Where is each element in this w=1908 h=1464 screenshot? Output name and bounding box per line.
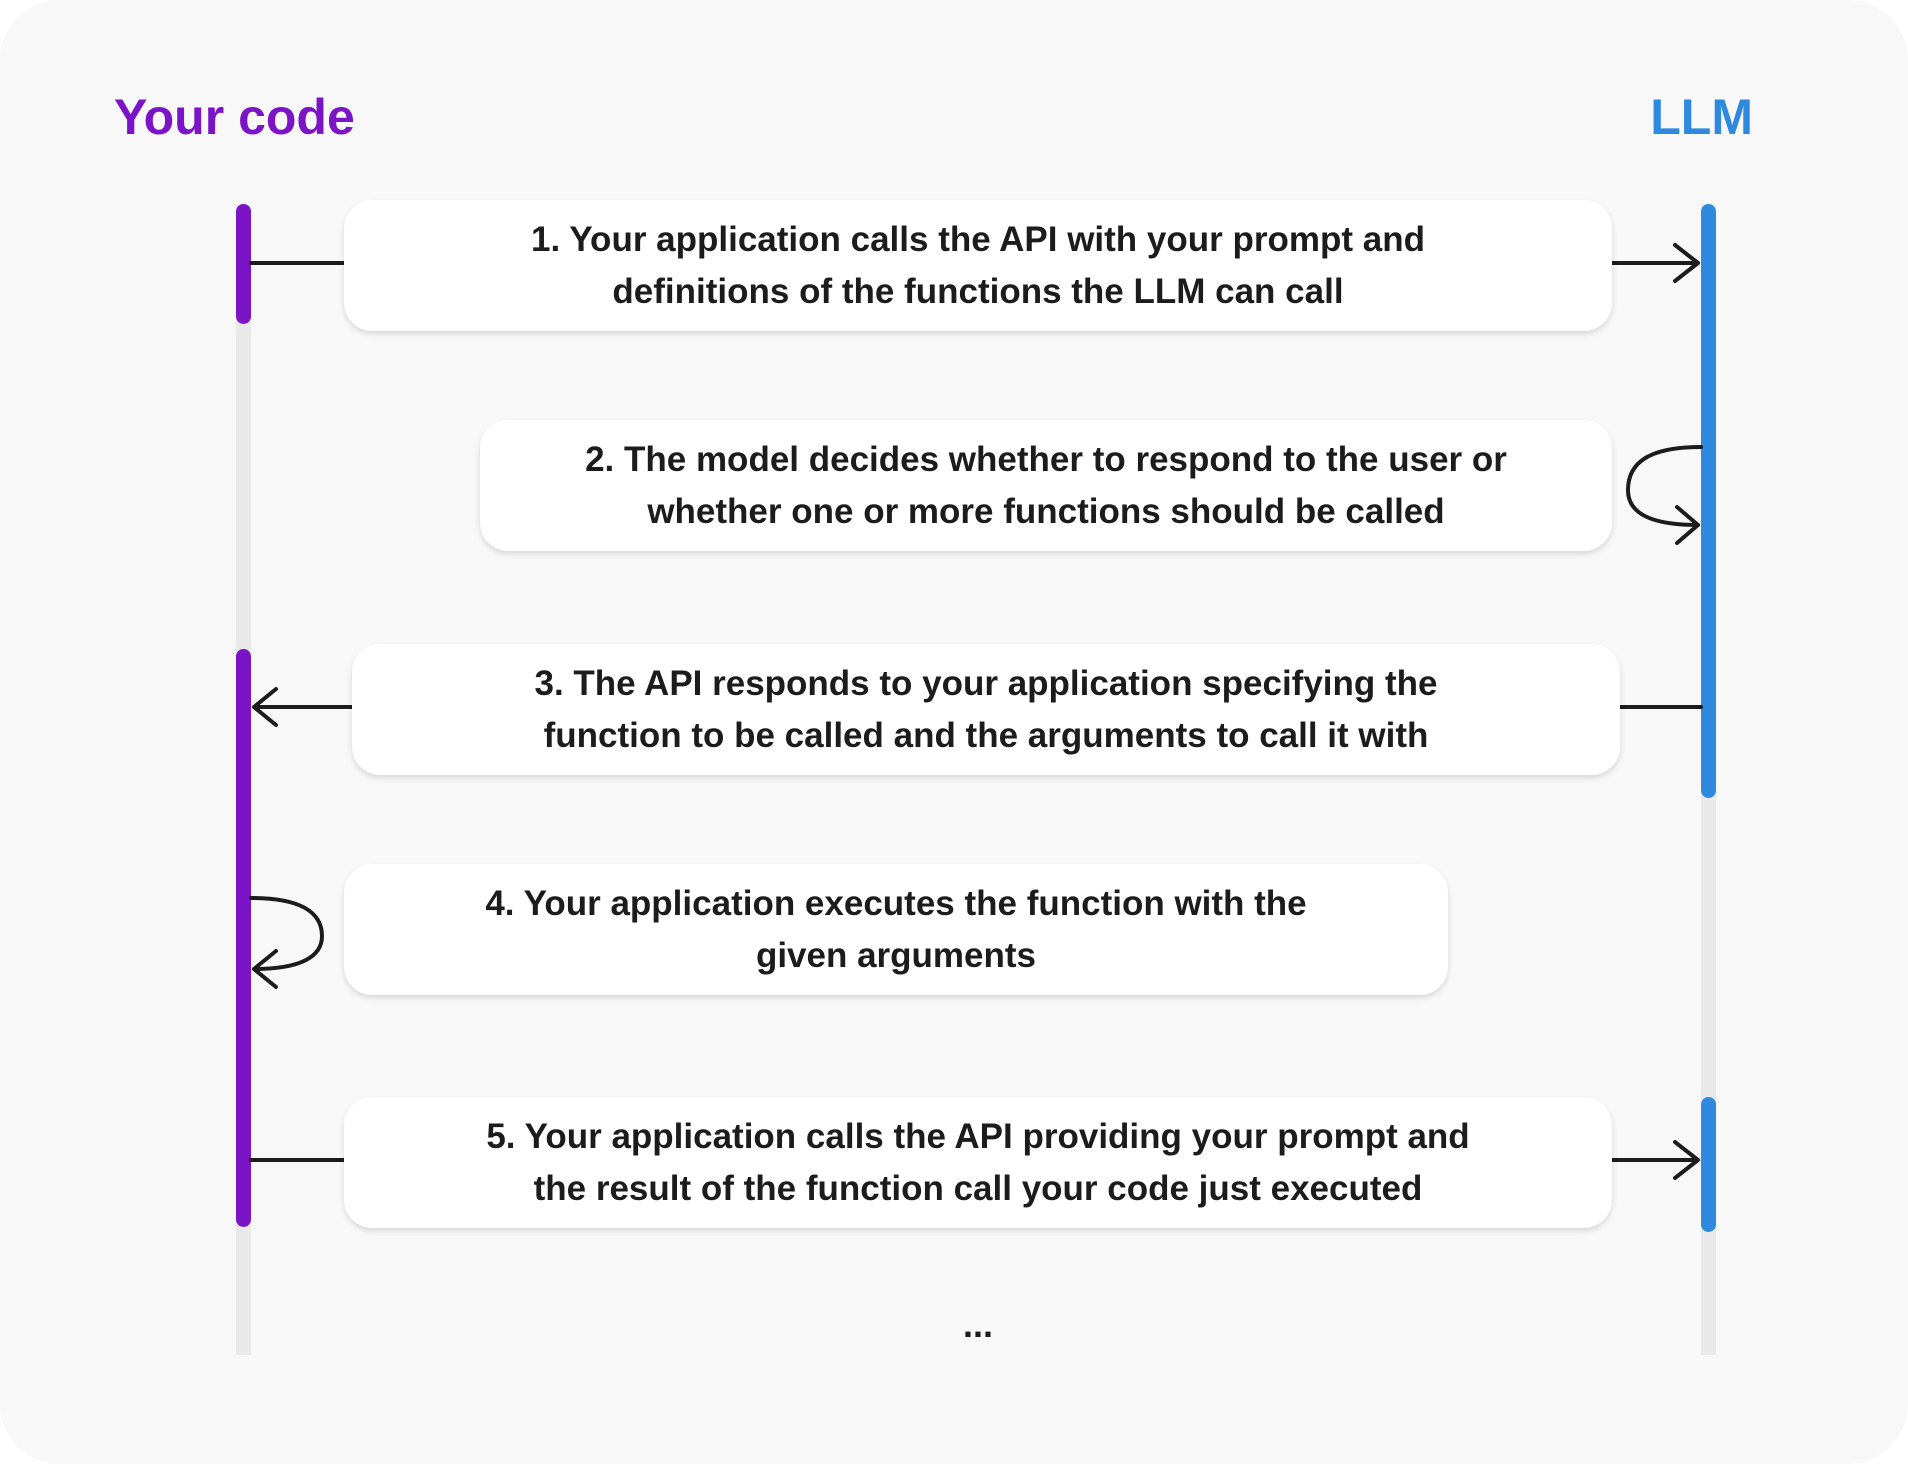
actor-llm-label: LLM xyxy=(1650,89,1753,145)
step-4-text: 4. Your application executes the functio… xyxy=(485,883,1307,975)
step-3-card: 3. The API responds to your application … xyxy=(352,644,1620,775)
llm-activation-bar xyxy=(1701,204,1716,798)
step-2-arrowhead xyxy=(1675,505,1700,545)
step-4-card: 4. Your application executes the functio… xyxy=(344,864,1448,995)
actor-your-code-label: Your code xyxy=(114,89,355,145)
step-2-card: 2. The model decides whether to respond … xyxy=(480,420,1612,551)
llm-activation-bar xyxy=(1701,1097,1716,1232)
step-4-arrowhead xyxy=(252,949,278,989)
step-1-arrow-right xyxy=(1610,243,1700,283)
step-1-text: 1. Your application calls the API with y… xyxy=(531,219,1425,311)
step-5-card: 5. Your application calls the API provid… xyxy=(344,1097,1612,1228)
your-code-activation-bar xyxy=(236,649,251,1227)
step-3-arrow-left xyxy=(252,687,354,727)
your-code-activation-bar xyxy=(236,204,251,324)
step-1-card: 1. Your application calls the API with y… xyxy=(344,200,1612,331)
step-5-arrow-right xyxy=(1610,1140,1700,1180)
step-3-text: 3. The API responds to your application … xyxy=(534,663,1438,755)
step-4-self-loop-arrow xyxy=(249,896,324,971)
continuation-ellipsis: ... xyxy=(962,1304,993,1345)
step-5-text: 5. Your application calls the API provid… xyxy=(486,1116,1470,1208)
step-2-text: 2. The model decides whether to respond … xyxy=(585,439,1507,531)
step-2-self-loop-arrow xyxy=(1626,445,1703,527)
